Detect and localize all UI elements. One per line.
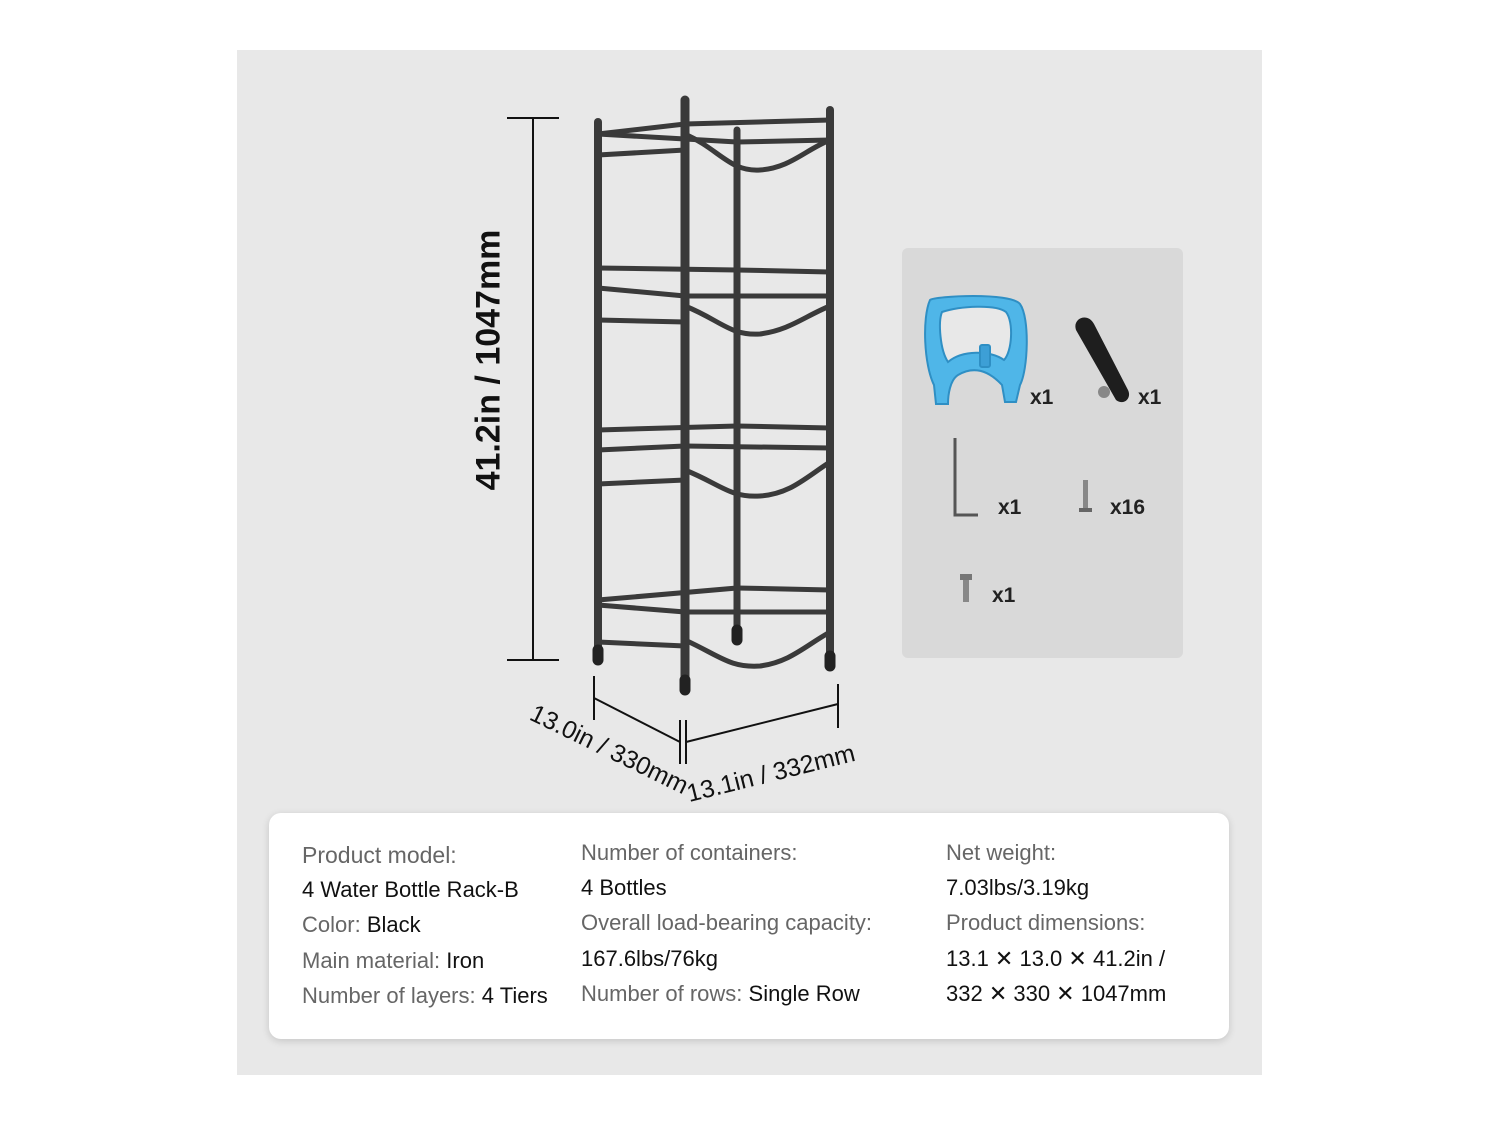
strap-icon [1075, 317, 1130, 403]
material-label: Main material: [302, 948, 441, 973]
dimensions-label: Product dimensions: [946, 910, 1146, 935]
depth-dimension-line [593, 676, 681, 764]
width-dimension-line [685, 684, 839, 764]
material-row: Main material: Iron [302, 948, 484, 974]
dimensions-value-imperial: 13.1 ✕ 13.0 ✕ 41.2in / [946, 946, 1166, 971]
capacity-label: Overall load-bearing capacity: [581, 910, 873, 935]
color-label: Color: [302, 912, 361, 937]
rows-label: Number of rows: [581, 981, 743, 1006]
color-row: Color: Black [302, 912, 421, 938]
dimensions-value-metric: 332 ✕ 330 ✕ 1047mm [946, 981, 1167, 1006]
strap-qty: x1 [1138, 386, 1162, 409]
bottle-handle-icon [924, 295, 1028, 405]
rows-row: Number of rows: Single Row [581, 981, 860, 1007]
height-dimension-line [507, 117, 559, 661]
material-value: Iron [446, 948, 485, 973]
model-label: Product model: [302, 842, 457, 868]
bolt-icon [960, 574, 972, 602]
layers-label: Number of layers: [302, 983, 476, 1008]
weight-value: 7.03lbs/3.19kg [946, 875, 1090, 900]
hex-key-icon [953, 438, 978, 517]
layers-value: 4 Tiers [481, 983, 548, 1008]
color-value: Black [366, 912, 421, 937]
layers-row: Number of layers: 4 Tiers [302, 983, 548, 1009]
capacity-value: 167.6lbs/76kg [581, 946, 718, 971]
model-value: 4 Water Bottle Rack-B [302, 877, 519, 902]
rack-frame [592, 95, 836, 696]
containers-value: 4 Bottles [581, 875, 667, 900]
specifications-card [269, 813, 1229, 1039]
bottle-handle-qty: x1 [1030, 386, 1054, 409]
containers-label: Number of containers: [581, 840, 798, 865]
screws-qty: x16 [1110, 496, 1146, 519]
hex-key-qty: x1 [998, 496, 1022, 519]
weight-label: Net weight: [946, 840, 1057, 865]
rows-value: Single Row [748, 981, 860, 1006]
screws-icon [1079, 480, 1092, 512]
bolt-qty: x1 [992, 584, 1016, 607]
